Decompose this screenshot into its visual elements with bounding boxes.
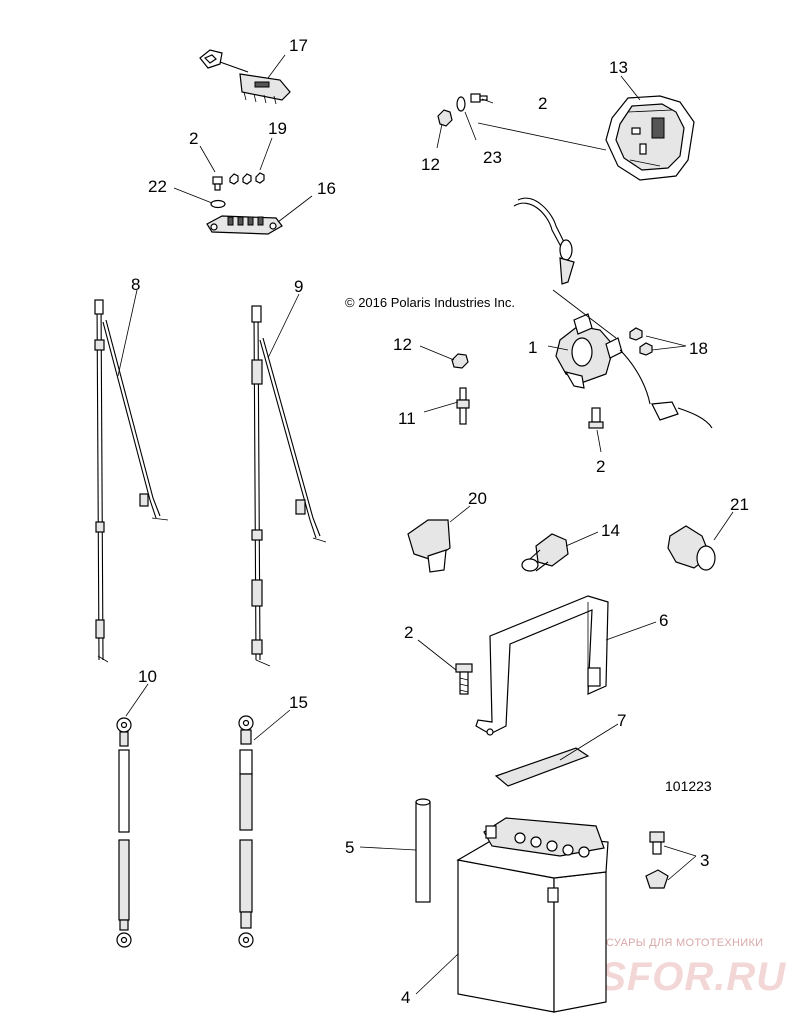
callout-8: 8 <box>131 275 140 294</box>
part-17-tether-cap <box>199 49 291 105</box>
callout-11: 11 <box>398 409 416 428</box>
part-11-stud <box>456 387 470 425</box>
part-7-pad <box>494 747 590 787</box>
part-2-bolt-lower <box>455 663 473 695</box>
callout-20: 20 <box>468 489 487 508</box>
part-21-boot <box>667 525 716 571</box>
part-8-cable <box>94 299 169 663</box>
callout-2-a: 2 <box>189 129 198 148</box>
callout-15: 15 <box>289 693 308 712</box>
callout-4: 4 <box>401 988 410 1007</box>
part-5-tube <box>415 798 431 903</box>
part-18-nut-b <box>639 342 653 356</box>
callout-14: 14 <box>601 521 620 540</box>
part-14-boot <box>521 533 569 572</box>
callouts: 17 2 19 22 16 13 2 12 23 © 2016 Polaris … <box>131 36 749 1007</box>
callout-16: 16 <box>317 179 336 198</box>
callout-1: 1 <box>528 338 537 357</box>
part-18-nut-a <box>629 327 643 341</box>
part-2-bolt-middle <box>588 407 604 429</box>
part-3-bolt-and-clip <box>645 831 669 889</box>
callout-2-d: 2 <box>404 623 413 642</box>
part-6-bracket <box>475 595 609 736</box>
part-15-cable <box>238 715 254 948</box>
part-20-boot <box>407 519 451 573</box>
callout-2-c: 2 <box>596 457 605 476</box>
callout-12-b: 12 <box>393 335 412 354</box>
part-9-cable <box>251 305 327 667</box>
part-1-solenoid <box>513 197 713 429</box>
callout-19: 19 <box>268 119 287 138</box>
part-23-washer <box>456 96 466 112</box>
part-4-battery <box>456 817 609 1013</box>
callout-13: 13 <box>609 58 628 77</box>
part-12-nut-upper <box>437 109 453 127</box>
part-22-washer <box>210 199 226 209</box>
callout-9: 9 <box>294 277 303 296</box>
callout-5: 5 <box>345 838 354 857</box>
callout-21: 21 <box>730 495 749 514</box>
part-10-cable <box>116 717 132 948</box>
part-2-screw-upper-right <box>470 93 488 103</box>
callout-18: 18 <box>689 339 708 358</box>
leader-lines <box>117 54 734 995</box>
callout-17: 17 <box>289 36 308 55</box>
figure-number: 101223 <box>665 778 712 794</box>
callout-23: 23 <box>483 148 502 167</box>
callout-22: 22 <box>148 177 167 196</box>
part-19-nuts <box>229 172 265 185</box>
part-2-screw-top <box>212 176 223 191</box>
part-13-holder <box>605 95 695 181</box>
copyright: © 2016 Polaris Industries Inc. <box>345 295 515 310</box>
callout-2-b: 2 <box>538 94 547 113</box>
part-16-terminal-block <box>206 215 283 235</box>
callout-10: 10 <box>138 667 157 686</box>
callout-7: 7 <box>617 711 626 730</box>
callout-3: 3 <box>700 851 709 870</box>
callout-12-a: 12 <box>421 155 440 174</box>
callout-6: 6 <box>659 611 668 630</box>
part-12-nut-middle <box>451 353 469 369</box>
